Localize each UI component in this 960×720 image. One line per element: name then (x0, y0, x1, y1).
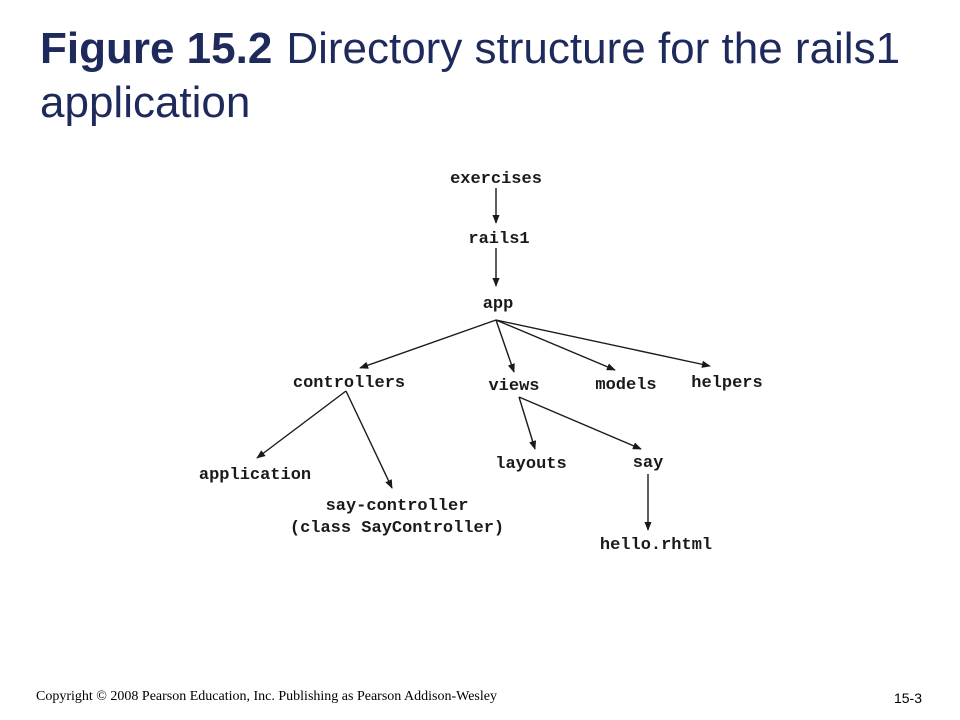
node-models: models (595, 376, 656, 395)
edge-app-controllers (359, 319, 497, 369)
edge-views-say (518, 396, 642, 450)
node-layouts: layouts (495, 455, 566, 474)
node-controllers: controllers (293, 374, 405, 393)
figure-number: Figure 15.2 (40, 24, 273, 73)
figure-caption: Directory structure for the rails1 appli… (40, 24, 901, 127)
page-number: 15-3 (893, 690, 922, 706)
edge-controllers-say-controller (345, 390, 393, 489)
node-views: views (488, 377, 539, 396)
node-say-controller: say-controller (326, 497, 469, 516)
edge-views-layouts (518, 396, 537, 450)
node-rails1: rails1 (468, 230, 529, 249)
node-hello-rhtml: hello.rhtml (600, 536, 712, 555)
edge-app-views (495, 319, 515, 373)
node-app: app (483, 295, 514, 314)
node-helpers: helpers (691, 374, 762, 393)
edge-app-models (495, 319, 616, 371)
edge-app-helpers (495, 319, 711, 368)
footer-copyright: Copyright © 2008 Pearson Education, Inc.… (36, 689, 497, 704)
node-exercises: exercises (450, 170, 542, 189)
edge-controllers-application (256, 390, 347, 459)
node-application: application (199, 466, 311, 485)
node-say: say (633, 454, 664, 473)
node-say-controller-class: (class SayController) (290, 519, 504, 538)
